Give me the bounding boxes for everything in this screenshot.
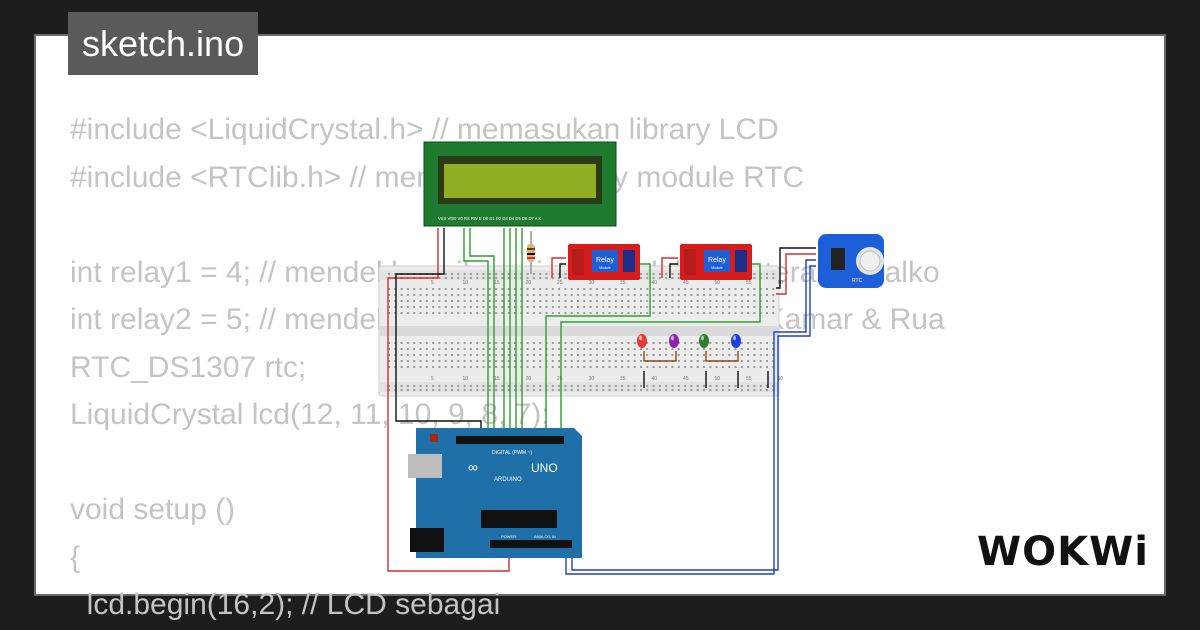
breadboard-number: 55 <box>746 376 752 382</box>
arduino-uno-board: DIGITAL (PWM ~) UNO ARDUINO POWER ANALOG… <box>408 428 582 558</box>
lcd-display: VSS VDD V0 RS RW E D0 D1 D2 D3 D4 D5 D6 … <box>423 141 617 227</box>
breadboard-number: 20 <box>526 376 532 382</box>
led-3 <box>699 334 709 348</box>
breadboard-number: 45 <box>683 280 689 286</box>
led-1 <box>637 334 647 348</box>
breadboard-number: 30 <box>589 376 595 382</box>
breadboard-number: 15 <box>494 376 500 382</box>
relay-1-sublabel: Module <box>599 266 611 270</box>
circuit-diagram: 5510101515202025253030353540404545505055… <box>378 141 884 575</box>
led-4 <box>731 334 741 348</box>
relay-module-2: Relay Module <box>680 244 752 280</box>
breadboard-number: 10 <box>463 280 469 286</box>
breadboard-number: 35 <box>620 376 626 382</box>
board-power-label: POWER <box>501 534 516 539</box>
code-line: RTC_DS1307 rtc; <box>70 350 307 384</box>
breadboard-number: 55 <box>746 280 752 286</box>
board-brand-label: ARDUINO <box>494 477 522 483</box>
code-line: LiquidCrystal lcd(12, 11, 10, 9, 8, 7); <box>70 398 550 431</box>
rtc-label: RTC <box>852 278 863 284</box>
board-uno-label: UNO <box>531 461 558 475</box>
breadboard-number: 10 <box>463 376 469 382</box>
breadboard-number: 60 <box>778 376 784 382</box>
breadboard-number: 30 <box>589 280 595 286</box>
breadboard: 5510101515202025253030353540404545505055… <box>378 265 784 397</box>
rtc-module: RTC <box>818 234 884 288</box>
breadboard-number: 25 <box>557 280 563 286</box>
relay-1-label: Relay <box>596 257 614 264</box>
breadboard-number: 40 <box>652 376 658 382</box>
breadboard-number: 5 <box>431 376 434 382</box>
relay-module-1: Relay Module <box>568 244 640 280</box>
board-analog-label: ANALOG IN <box>534 534 556 539</box>
breadboard-number: 20 <box>526 280 532 286</box>
breadboard-number: 5 <box>431 280 434 286</box>
breadboard-number: 45 <box>683 376 689 382</box>
code-line: { <box>70 540 81 574</box>
breadboard-number: 50 <box>715 280 721 286</box>
infinity-logo-icon: ∞ <box>468 459 478 475</box>
code-line: #include <LiquidCrystal.h> // memasukan … <box>70 113 779 146</box>
relay-2-label: Relay <box>708 257 726 264</box>
board-digital-label: DIGITAL (PWM ~) <box>492 450 532 456</box>
relay-2-sublabel: Module <box>711 266 723 270</box>
file-name-tab: sketch.ino <box>68 12 259 75</box>
wokwi-logo-text: WOKWi <box>977 529 1149 575</box>
breadboard-number: 50 <box>715 376 721 382</box>
breadboard-number: 25 <box>557 376 563 382</box>
resistor <box>527 231 535 274</box>
breadboard-number: 15 <box>494 280 500 286</box>
wokwi-logo: WOKWi <box>977 529 1149 575</box>
breadboard-number: 35 <box>620 280 626 286</box>
led-2 <box>669 334 679 348</box>
code-line: lcd.begin(16,2); // LCD sebagai <box>70 588 501 621</box>
wires <box>387 228 816 575</box>
code-line: void setup () <box>70 493 236 526</box>
led-group <box>637 334 741 348</box>
breadboard-number: 40 <box>652 280 658 286</box>
preview-card: #include <LiquidCrystal.h> // memasukan … <box>34 34 1166 621</box>
lcd-pin-labels: VSS VDD V0 RS RW E D0 D1 D2 D3 D4 D5 D6 … <box>438 216 541 221</box>
